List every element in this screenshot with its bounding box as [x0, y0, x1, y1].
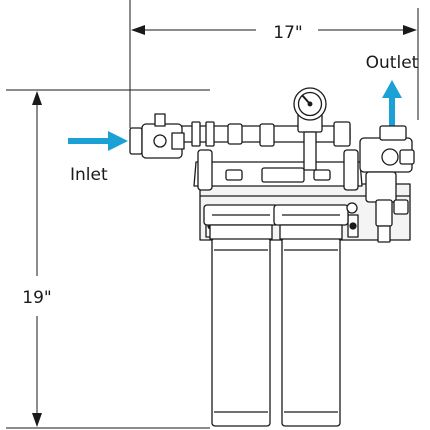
height-arrowhead-bottom — [32, 413, 42, 427]
height-arrowhead-top — [32, 91, 42, 105]
head-manifold — [193, 149, 363, 191]
filter-heads — [203, 204, 349, 240]
width-dimension — [129, 0, 419, 128]
outlet-arrow-icon — [382, 80, 402, 130]
inlet-pipe — [179, 121, 351, 147]
height-dimension-label: 19" — [22, 288, 51, 308]
height-dimension — [6, 89, 210, 429]
outlet-assembly — [346, 125, 415, 243]
filter-assembly — [129, 87, 415, 427]
filter-cartridge-left — [211, 237, 271, 427]
inlet-arrow-icon — [68, 131, 128, 151]
inlet-shutoff-valve — [129, 113, 185, 159]
width-arrowhead-left — [131, 25, 145, 35]
outlet-label: Outlet — [366, 53, 419, 73]
width-dimension-label: 17" — [273, 23, 302, 43]
pressure-gauge-icon — [293, 87, 327, 121]
filter-cartridge-right — [281, 237, 341, 427]
width-arrowhead-right — [403, 25, 417, 35]
inlet-label: Inlet — [70, 165, 108, 185]
